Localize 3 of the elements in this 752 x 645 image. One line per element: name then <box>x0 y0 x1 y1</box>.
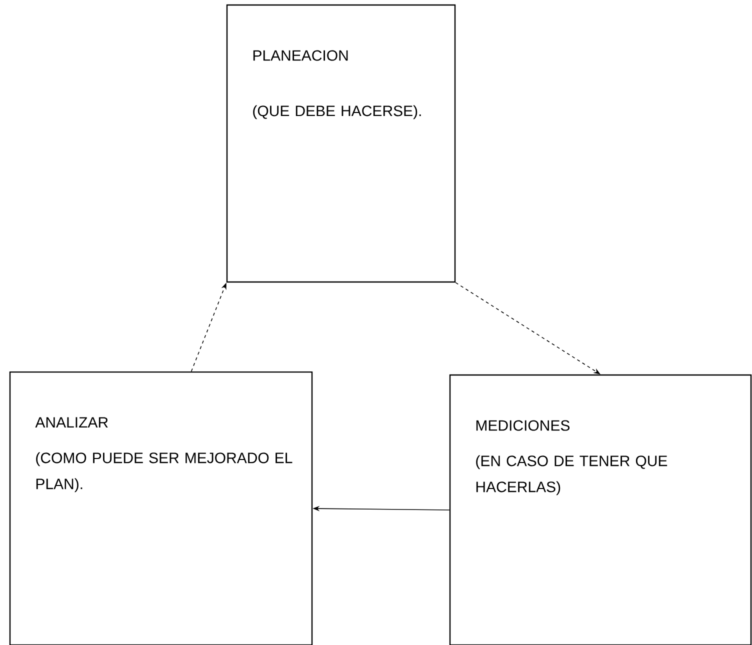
process-box: PLANEACION (QUE DEBE HACERSE). <box>226 4 456 283</box>
process-box: MEDICIONES (EN CASO DE TENER QUE HACERLAS) <box>449 374 752 645</box>
process-box: ANALIZAR (COMO PUEDE SER MEJORADO EL PLAN). <box>9 371 313 645</box>
